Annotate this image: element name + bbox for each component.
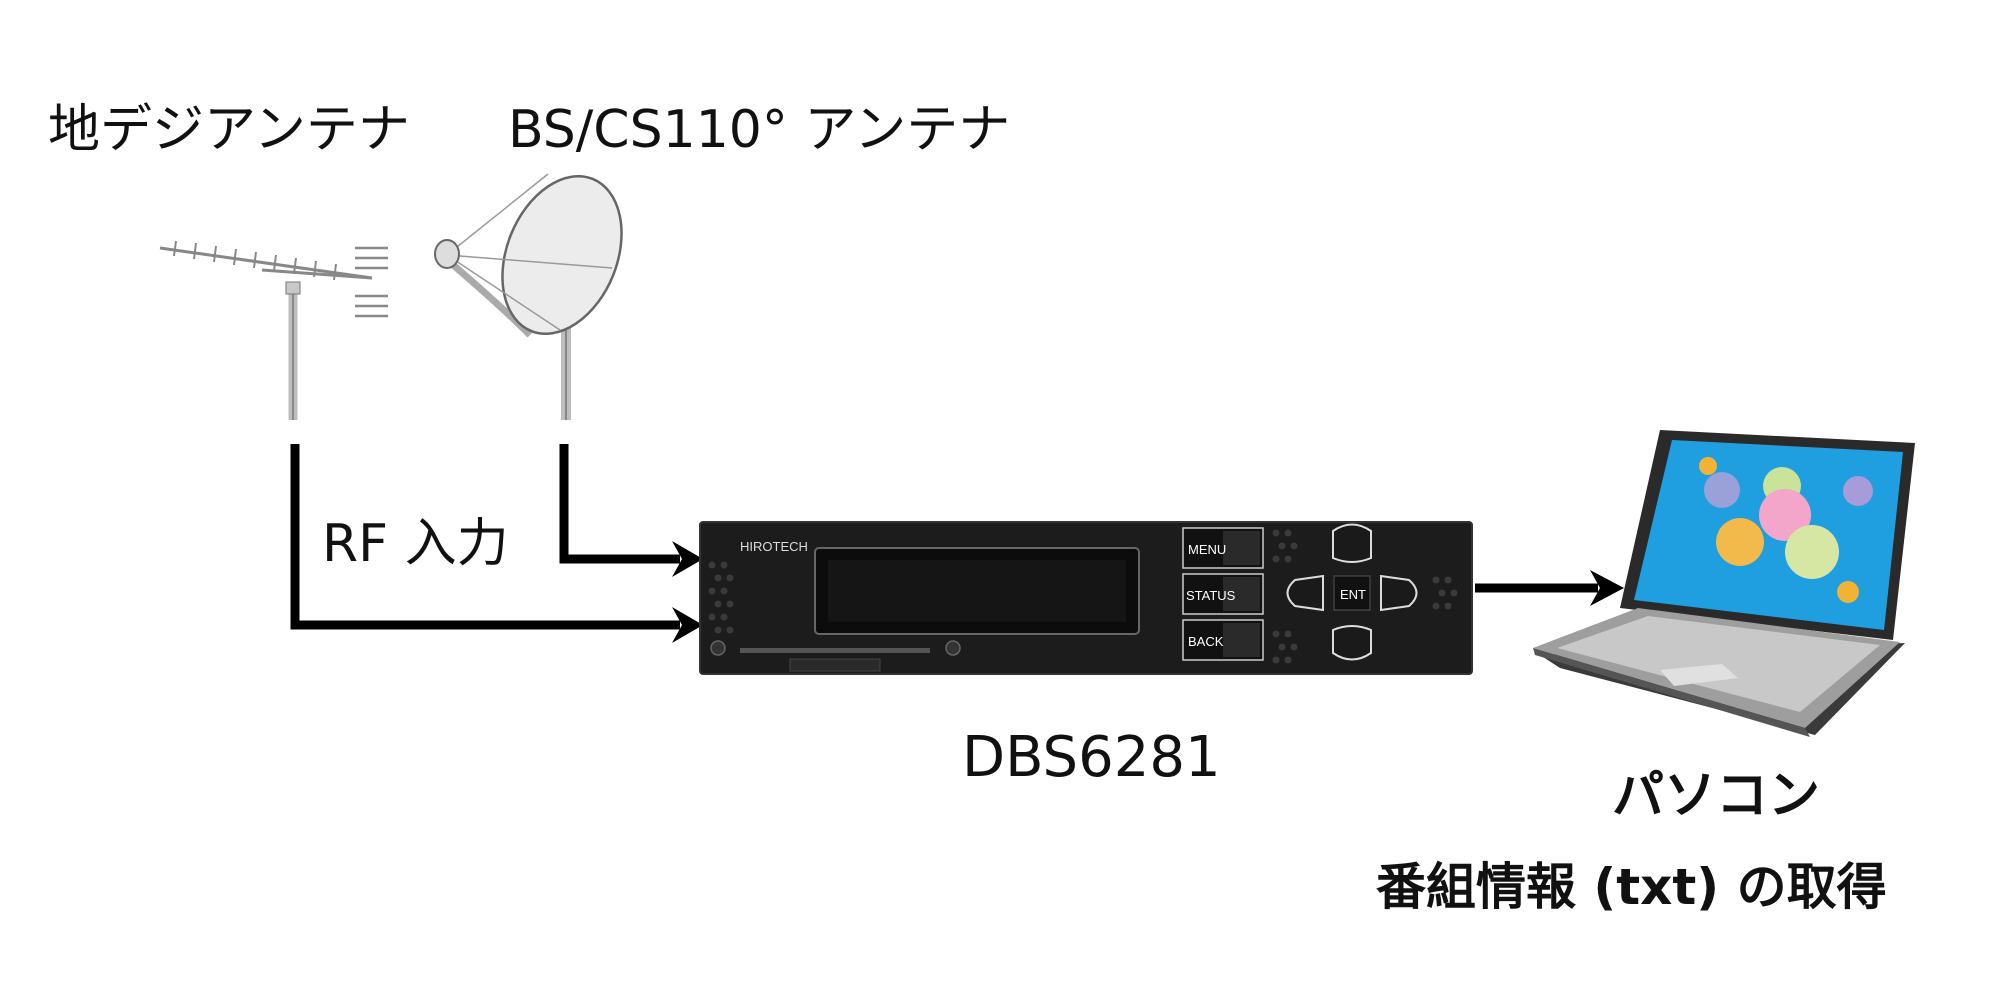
vent-middle <box>1272 529 1298 664</box>
arrow-terrestrial <box>672 607 703 643</box>
enter-button[interactable]: ENT <box>1333 575 1371 611</box>
yagi-antenna-icon <box>159 240 388 420</box>
arrowheads <box>672 541 1624 643</box>
status-button-label: STATUS <box>1186 588 1236 603</box>
rf-cable-lines <box>290 444 1598 630</box>
satellite-dish-icon <box>434 173 623 420</box>
program-info-label: 番組情報 (txt) の取得 <box>1376 858 1887 916</box>
rf-input-label: RF 入力 <box>322 514 509 574</box>
left-arrow-button[interactable] <box>1286 574 1324 612</box>
arrow-bs <box>672 541 703 577</box>
dbs6281-device: HIROTECH MENU STATUS BACK <box>699 521 1473 675</box>
right-arrow-button[interactable] <box>1380 574 1418 612</box>
laptop-icon <box>1533 430 1915 737</box>
enter-button-label: ENT <box>1340 587 1366 602</box>
back-button-label: BACK <box>1188 634 1224 649</box>
arrow-pc <box>1590 570 1624 606</box>
device-model-label: DBS6281 <box>962 725 1221 790</box>
vent-right <box>1432 576 1458 610</box>
status-button[interactable]: STATUS <box>1182 573 1264 615</box>
bs-cs-antenna-label: BS/CS110° アンテナ <box>508 100 1011 160</box>
up-arrow-button[interactable] <box>1332 523 1372 563</box>
menu-button-label: MENU <box>1188 542 1226 557</box>
vent-left <box>708 561 734 634</box>
menu-button[interactable]: MENU <box>1182 527 1264 569</box>
pc-label: パソコン <box>1612 766 1821 826</box>
back-button[interactable]: BACK <box>1182 619 1264 661</box>
brand-logo: HIROTECH <box>740 539 808 554</box>
down-arrow-button[interactable] <box>1332 625 1372 661</box>
terrestrial-antenna-label: 地デジアンテナ <box>48 100 410 160</box>
